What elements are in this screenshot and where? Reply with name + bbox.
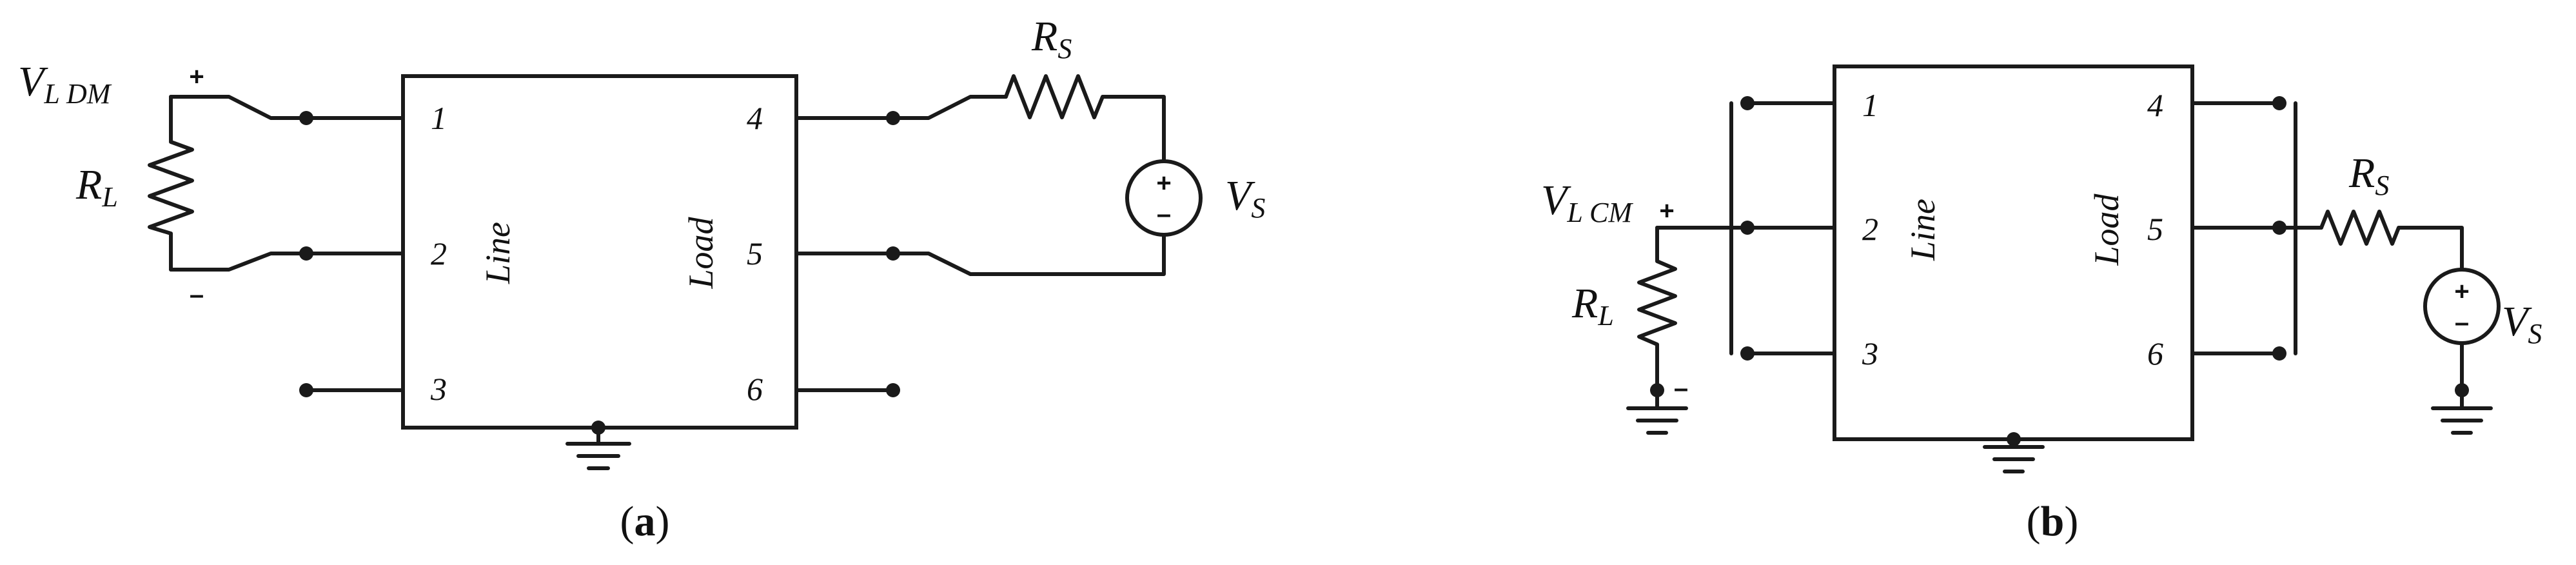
source-ground-b xyxy=(2431,341,2493,435)
load-resistor-label-b: RL xyxy=(1571,280,1614,332)
voltage-source-a xyxy=(1125,159,1203,237)
load-plus-sign-a: + xyxy=(189,63,204,91)
node-load-ground-b xyxy=(1650,383,1664,397)
source-plus-sign-b: + xyxy=(2454,277,2469,306)
load-resistor-b xyxy=(1637,226,1677,392)
load-voltage-label-a: VL DM xyxy=(18,58,112,110)
network-box-a xyxy=(401,74,798,430)
switch-5-a xyxy=(891,233,1166,276)
source-resistor-a xyxy=(1004,74,1166,163)
port-5-label-b: 5 xyxy=(2147,211,2163,247)
node-port-1-b xyxy=(1740,96,1755,110)
source-resistor-label-b: RS xyxy=(2348,150,2389,201)
network-box-b xyxy=(1833,64,2194,441)
port-5-label-a: 5 xyxy=(747,235,763,272)
switch-4-a xyxy=(891,95,1008,120)
node-ground-a xyxy=(591,421,605,435)
node-port-6-b xyxy=(2272,346,2286,361)
port-2-label-a: 2 xyxy=(431,235,447,272)
source-minus-sign-a: – xyxy=(1157,200,1171,228)
node-port-5-b xyxy=(2272,221,2286,235)
load-resistor-a xyxy=(148,95,194,272)
node-port-2-b xyxy=(1740,221,1755,235)
load-ground-b xyxy=(1626,388,1688,435)
line-side-label-a: Line xyxy=(478,222,517,284)
load-resistor-label-a: RL xyxy=(75,161,118,213)
source-voltage-label-b: VS xyxy=(2502,298,2542,350)
load-minus-sign-a: – xyxy=(190,281,204,309)
node-source-ground-b xyxy=(2455,383,2469,397)
node-port-6-a xyxy=(886,383,900,397)
node-box-ground-b xyxy=(2007,432,2021,446)
port-1-label-a: 1 xyxy=(431,100,447,136)
port-3-label-a: 3 xyxy=(430,371,447,407)
load-minus-sign-b: – xyxy=(1674,374,1688,402)
node-port-3-a xyxy=(299,383,313,397)
caption-a: (a) xyxy=(620,498,670,545)
port-1-label-b: 1 xyxy=(1862,87,1878,123)
load-voltage-label-b: VL CM xyxy=(1541,177,1633,228)
source-resistor-label-a: RS xyxy=(1031,13,1072,64)
node-port-1-a xyxy=(299,111,313,125)
load-side-label-b: Load xyxy=(2087,193,2126,266)
port-6-label-a: 6 xyxy=(747,371,763,407)
switch-2-a xyxy=(169,252,308,272)
panel-a: 1 2 3 4 5 6 Line Load + – xyxy=(18,13,1265,545)
node-port-4-b xyxy=(2272,96,2286,110)
node-port-3-b xyxy=(1740,346,1755,361)
line-side-label-b: Line xyxy=(1903,199,1942,261)
source-minus-sign-b: – xyxy=(2455,308,2469,337)
node-port-5-a xyxy=(886,246,900,261)
source-resistor-b xyxy=(2319,210,2464,272)
caption-b: (b) xyxy=(2027,498,2079,545)
port-4-label-a: 4 xyxy=(747,100,763,136)
source-plus-sign-a: + xyxy=(1156,169,1171,197)
port-6-label-b: 6 xyxy=(2147,335,2163,372)
switch-1-a xyxy=(169,95,308,120)
load-side-label-a: Load xyxy=(682,216,720,289)
node-port-4-a xyxy=(886,111,900,125)
load-plus-sign-b: + xyxy=(1659,197,1674,225)
port-4-label-b: 4 xyxy=(2147,87,2163,123)
port-2-label-b: 2 xyxy=(1862,211,1878,247)
source-voltage-label-a: VS xyxy=(1225,172,1265,224)
port-3-label-b: 3 xyxy=(1862,335,1878,372)
node-port-2-a xyxy=(299,246,313,261)
panel-b: 1 2 3 4 5 6 Line Load + – xyxy=(1541,64,2542,545)
